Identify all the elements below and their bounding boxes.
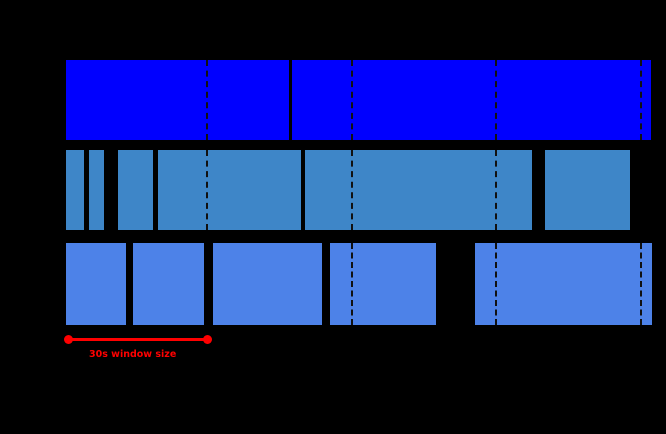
window-boundary-line-2-bot (351, 243, 353, 325)
system-b-segment-1 (66, 243, 126, 325)
window-boundary-line-2-mid (351, 150, 353, 230)
window-boundary-line-3-bot (495, 243, 497, 325)
window-boundary-line-3-top (495, 60, 497, 140)
window-size-measure-cap-left (64, 335, 73, 344)
system-a-segment-6 (545, 150, 630, 230)
window-boundary-line-1-mid (206, 150, 208, 230)
reference-segment-1 (66, 60, 289, 140)
system-a-segment-1 (66, 150, 84, 230)
window-size-measure-cap-right (203, 335, 212, 344)
window-boundary-line-4-bot (640, 243, 642, 325)
system-a-segment-2 (89, 150, 104, 230)
window-boundary-line-1-top (206, 60, 208, 140)
window-boundary-line-2-top (351, 60, 353, 140)
window-size-measure-line (68, 338, 206, 341)
system-b-segment-2 (133, 243, 204, 325)
system-b-segment-4 (330, 243, 436, 325)
system-a-segment-5 (305, 150, 532, 230)
reference-segment-2 (292, 60, 651, 140)
window-boundary-line-3-mid (495, 150, 497, 230)
window-size-label: 30s window size (89, 349, 177, 360)
system-a-segment-4 (158, 150, 301, 230)
system-a-segment-3 (118, 150, 153, 230)
system-b-segment-3 (213, 243, 322, 325)
window-boundary-line-4-top (640, 60, 642, 140)
system-b-segment-5 (475, 243, 652, 325)
